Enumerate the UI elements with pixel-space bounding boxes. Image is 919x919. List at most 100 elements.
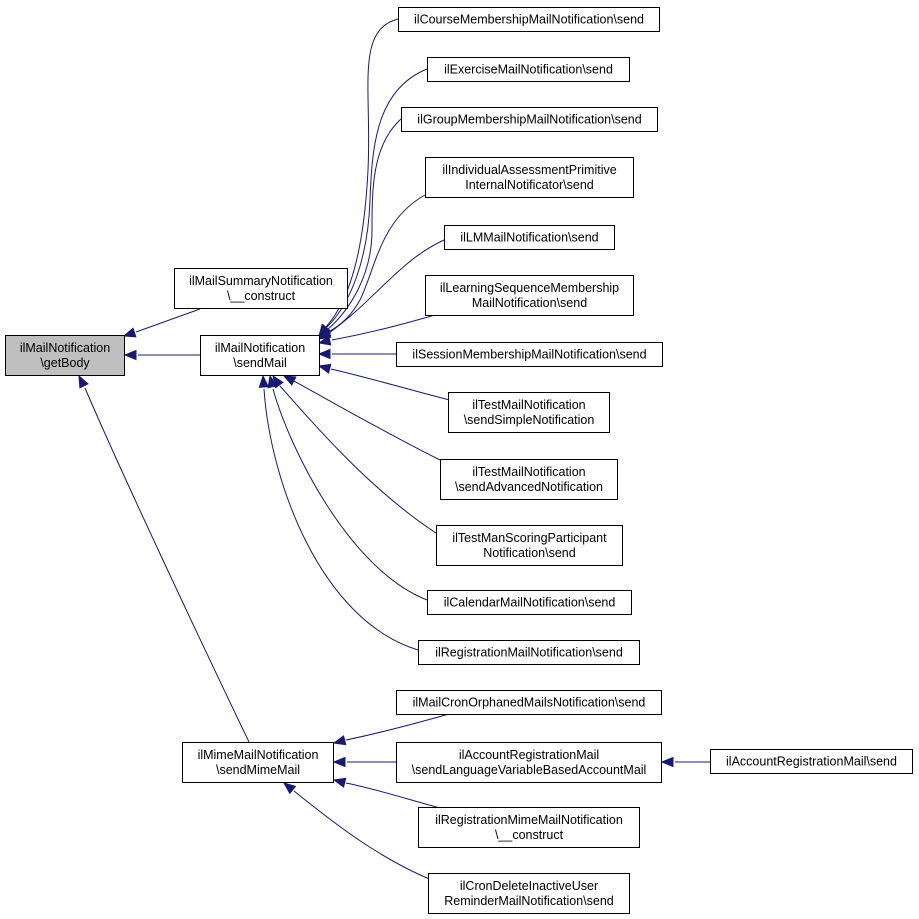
edge-line xyxy=(330,368,458,403)
node-accountRegLang[interactable]: ilAccountRegistrationMail\sendLanguageVa… xyxy=(396,742,662,783)
node-label: \__construct xyxy=(227,289,296,303)
node-box xyxy=(425,157,634,198)
node-box xyxy=(396,690,662,715)
edge-line xyxy=(84,387,250,743)
node-label: ilMailCronOrphanedMailsNotification\send xyxy=(413,696,646,710)
arrowhead xyxy=(332,735,347,746)
node-label: ilRegistrationMimeMailNotification xyxy=(435,813,623,827)
arrowhead xyxy=(258,374,270,388)
node-registrationSend[interactable]: ilRegistrationMailNotification\send xyxy=(418,640,640,665)
node-label: ilIndividualAssessmentPrimitive xyxy=(442,163,616,177)
node-label: ilMailNotification xyxy=(20,341,110,355)
node-exerciseSend[interactable]: ilExerciseMailNotification\send xyxy=(427,57,630,82)
node-testAdvanced[interactable]: ilTestMailNotification\sendAdvancedNotif… xyxy=(440,459,618,500)
node-label: ilTestMailNotification xyxy=(472,465,585,479)
edge-line xyxy=(345,713,450,741)
edge-accountRegLang-to-sendMimeMail xyxy=(332,756,396,768)
edge-line xyxy=(328,239,445,334)
edge-testAdvanced-to-sendMail xyxy=(282,375,441,461)
arrowhead xyxy=(123,349,137,361)
node-label: InternalNotificator\send xyxy=(465,178,594,192)
node-getBody[interactable]: ilMailNotification\getBody xyxy=(5,335,125,376)
edge-line xyxy=(327,194,426,333)
node-label: \sendAdvancedNotification xyxy=(455,480,603,494)
node-label: ilExerciseMailNotification\send xyxy=(444,63,613,77)
node-testSimple[interactable]: ilTestMailNotification\sendSimpleNotific… xyxy=(448,392,610,433)
node-box xyxy=(200,335,320,376)
node-box xyxy=(425,275,634,316)
node-accountRegSend[interactable]: ilAccountRegistrationMail\send xyxy=(710,749,913,774)
node-label: ilLearningSequenceMembership xyxy=(440,281,619,295)
node-label: ilCalendarMailNotification\send xyxy=(444,596,616,610)
edge-line xyxy=(279,385,437,534)
node-box xyxy=(174,268,348,309)
node-label: ReminderMailNotification\send xyxy=(444,894,614,908)
arrowhead xyxy=(122,327,137,338)
edge-cronOrphaned-to-sendMimeMail xyxy=(332,713,450,746)
node-label: ilLMMailNotification\send xyxy=(460,231,598,245)
node-cronOrphaned[interactable]: ilMailCronOrphanedMailsNotification\send xyxy=(396,690,662,715)
node-label: ilMimeMailNotification xyxy=(198,748,319,762)
node-label: ilCronDeleteInactiveUser xyxy=(460,879,598,893)
node-sendMail[interactable]: ilMailNotification\sendMail xyxy=(200,335,320,376)
node-courseSend[interactable]: ilCourseMembershipMailNotification\send xyxy=(398,7,660,32)
node-calendarSend[interactable]: ilCalendarMailNotification\send xyxy=(427,590,632,615)
edge-testSimple-to-sendMail xyxy=(317,363,458,403)
node-box xyxy=(448,392,610,433)
node-label: \sendLanguageVariableBasedAccountMail xyxy=(412,763,647,777)
arrowhead xyxy=(317,363,332,374)
node-box xyxy=(444,225,615,250)
arrowhead xyxy=(78,374,89,389)
arrowhead xyxy=(332,777,347,788)
edge-lsoSend-to-sendMail xyxy=(317,314,436,346)
node-summaryConstruct[interactable]: ilMailSummaryNotification\__construct xyxy=(174,268,348,309)
arrowhead xyxy=(660,756,674,768)
node-lsoSend[interactable]: ilLearningSequenceMembershipMailNotifica… xyxy=(425,275,634,316)
edge-calendarSend-to-sendMail xyxy=(267,374,428,601)
edge-cronDeleteInactive-to-sendMimeMail xyxy=(282,782,438,883)
nodes-layer: ilMailNotification\getBody ilMailSummaryN… xyxy=(5,7,913,914)
node-sessionSend[interactable]: ilSessionMembershipMailNotification\send xyxy=(396,342,663,367)
node-sendMimeMail[interactable]: ilMimeMailNotification\sendMimeMail xyxy=(182,742,334,783)
node-label: ilAccountRegistrationMail\send xyxy=(726,755,897,769)
node-box xyxy=(182,742,334,783)
node-lmSend[interactable]: ilLMMailNotification\send xyxy=(444,225,615,250)
node-box xyxy=(427,57,630,82)
node-label: \sendMail xyxy=(233,356,287,370)
node-label: Notification\send xyxy=(483,546,575,560)
node-box xyxy=(5,335,125,376)
node-iassSend[interactable]: ilIndividualAssessmentPrimitiveInternalN… xyxy=(425,157,634,198)
node-box xyxy=(396,342,663,367)
arrowhead xyxy=(317,348,331,360)
node-label: \sendSimpleNotification xyxy=(464,413,595,427)
edge-line xyxy=(331,314,436,341)
arrowhead xyxy=(317,335,332,346)
node-box xyxy=(418,807,640,848)
node-groupSend[interactable]: ilGroupMembershipMailNotification\send xyxy=(401,107,658,132)
edge-testManScoring-to-sendMail xyxy=(272,374,437,534)
edge-regMimeConstruct-to-sendMimeMail xyxy=(332,777,441,809)
edge-line xyxy=(291,379,441,461)
node-label: ilRegistrationMailNotification\send xyxy=(435,646,623,660)
node-label: \sendMimeMail xyxy=(216,763,300,777)
arrowhead xyxy=(282,375,297,386)
node-label: ilMailSummaryNotification xyxy=(189,274,333,288)
node-box xyxy=(428,873,630,914)
node-testManScoring[interactable]: ilTestManScoringParticipantNotification\… xyxy=(436,525,623,566)
node-box xyxy=(427,590,632,615)
node-label: ilCourseMembershipMailNotification\send xyxy=(414,13,644,27)
node-regMimeConstruct[interactable]: ilRegistrationMimeMailNotification\__con… xyxy=(418,807,640,848)
node-label: \__construct xyxy=(495,828,564,842)
node-box xyxy=(436,525,623,566)
node-box xyxy=(401,107,658,132)
node-label: \getBody xyxy=(40,356,90,370)
node-cronDeleteInactive[interactable]: ilCronDeleteInactiveUserReminderMailNoti… xyxy=(428,873,630,914)
edge-summaryConstruct-to-getBody xyxy=(122,308,201,338)
edge-registrationSend-to-sendMail xyxy=(258,374,419,651)
arrowhead xyxy=(282,782,297,795)
node-label: ilTestMailNotification xyxy=(472,398,585,412)
arrowhead xyxy=(332,756,346,768)
node-box xyxy=(440,459,618,500)
edge-accountRegSend-to-accountRegLang xyxy=(660,756,710,768)
